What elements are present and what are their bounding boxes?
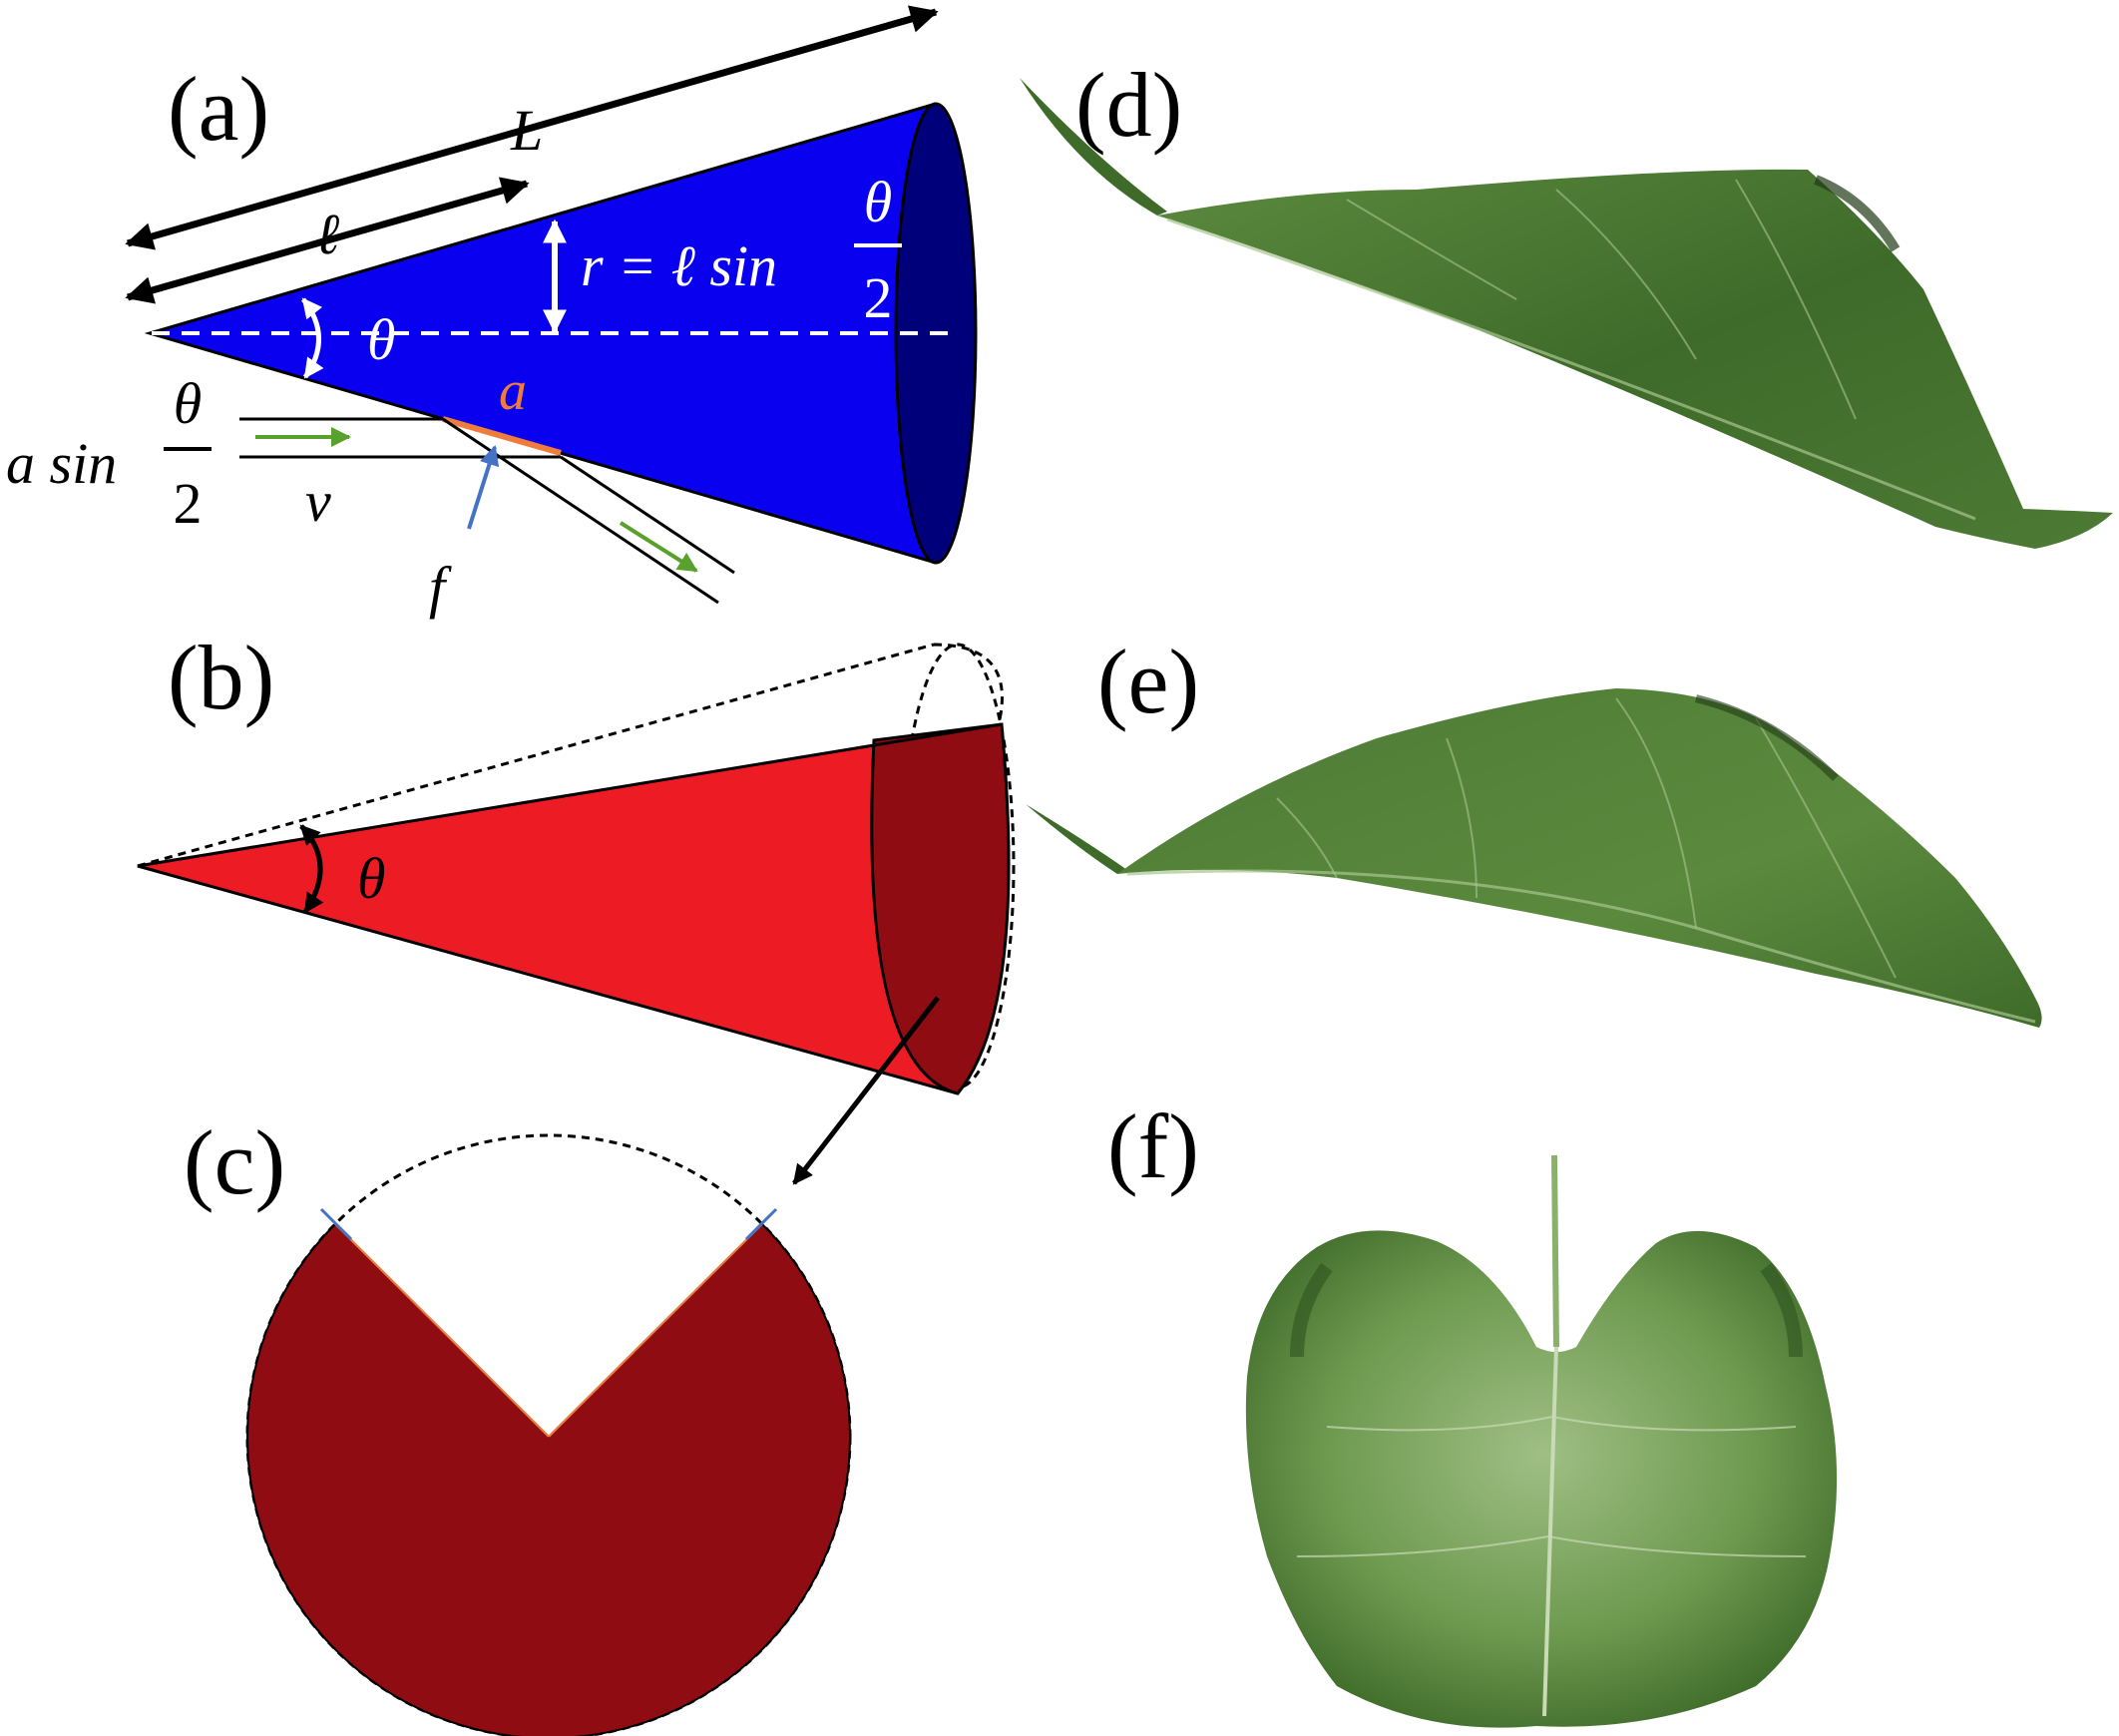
theta-arc-b	[299, 824, 324, 914]
label-f: f	[429, 555, 452, 620]
label-theta-b: θ	[357, 846, 386, 911]
unrolled-sector	[246, 1222, 851, 1736]
sector-edge-left	[334, 1223, 550, 1438]
label-asin-den: 2	[174, 471, 203, 536]
label-r-frac-den: 2	[864, 265, 893, 330]
label-asin-num: θ	[174, 371, 203, 436]
sector-edge-right	[548, 1223, 763, 1438]
leaf-side-view-icon	[1026, 688, 2042, 1028]
panel-label-d: (d)	[1075, 54, 1182, 156]
label-r-frac-num: θ	[864, 170, 893, 234]
panel-a: (a) L ℓ r = ℓ sin θ 2 θ a	[6, 5, 978, 620]
red-cone-body	[138, 724, 1002, 1093]
label-v: v	[305, 469, 331, 534]
red-cone-outline	[137, 722, 1003, 1095]
theta-arc-a	[301, 297, 324, 379]
label-theta-a: θ	[367, 307, 396, 372]
leaf-front-view-icon	[1245, 1154, 1838, 1728]
label-L: L	[510, 98, 543, 163]
panel-e: (e)	[1026, 631, 2042, 1028]
panel-f: (f)	[1107, 1095, 1838, 1728]
sector-tick-left	[319, 1207, 353, 1241]
panel-b: (b) θ	[137, 627, 1016, 1185]
full-cone-dashed	[137, 643, 1004, 868]
deflected-line-bottom	[560, 455, 735, 575]
label-asin: a sin	[6, 431, 117, 496]
panel-label-a: (a)	[168, 58, 269, 160]
label-a: a	[499, 360, 527, 422]
panel-label-b: (b)	[168, 627, 274, 728]
label-r-formula: r = ℓ sin	[581, 233, 777, 298]
panel-label-f: (f)	[1107, 1095, 1199, 1197]
segment-a	[442, 416, 562, 456]
panel-c: (c)	[184, 1111, 852, 1736]
panel-label-e: (e)	[1097, 631, 1199, 732]
flow-arrow-out	[619, 521, 698, 573]
panel-d: (d)	[1020, 54, 2113, 550]
leaf-side-view-icon	[1020, 78, 2113, 550]
length-ell-arrow	[125, 177, 530, 304]
unroll-arrow	[792, 996, 940, 1185]
label-ell: ℓ	[315, 202, 339, 266]
force-arrow-f	[467, 445, 500, 530]
panel-label-c: (c)	[184, 1111, 285, 1213]
sector-tick-right	[744, 1207, 778, 1241]
